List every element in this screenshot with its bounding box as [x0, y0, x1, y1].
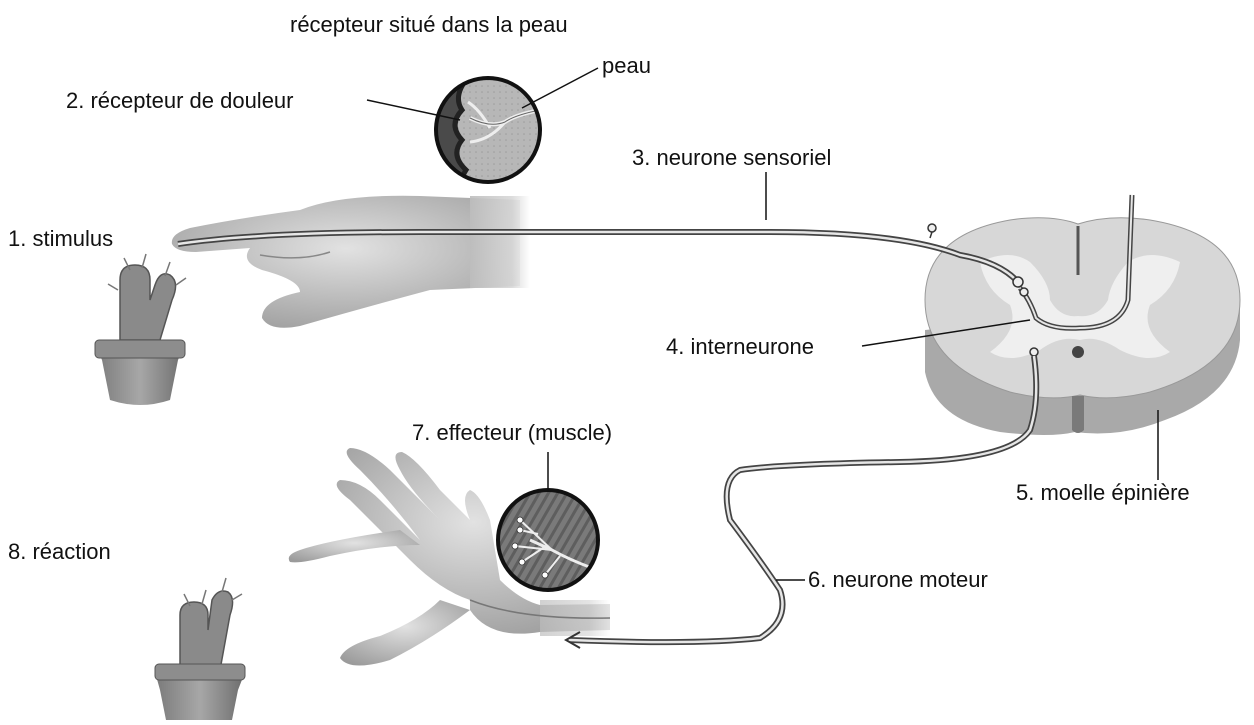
inset-title: récepteur situé dans la peau	[290, 14, 568, 36]
sensory-neuron-label: 3. neurone sensoriel	[632, 147, 831, 169]
pointing-hand	[172, 196, 530, 328]
reaction-label: 8. réaction	[8, 541, 111, 563]
cactus-top	[95, 254, 186, 405]
stimulus-label: 1. stimulus	[8, 228, 113, 250]
effector-label: 7. effecteur (muscle)	[412, 422, 612, 444]
skin-receptor-inset	[430, 75, 550, 200]
spinal-cord-label: 5. moelle épinière	[1016, 482, 1190, 504]
interneuron-label: 4. interneurone	[666, 336, 814, 358]
pain-receptor-label: 2. récepteur de douleur	[66, 90, 294, 112]
skin-leader	[522, 68, 598, 108]
skin-label: peau	[602, 55, 651, 77]
cactus-bottom	[155, 578, 245, 720]
muscle-effector-inset	[495, 488, 605, 598]
motor-neuron-label: 6. neurone moteur	[808, 569, 988, 591]
